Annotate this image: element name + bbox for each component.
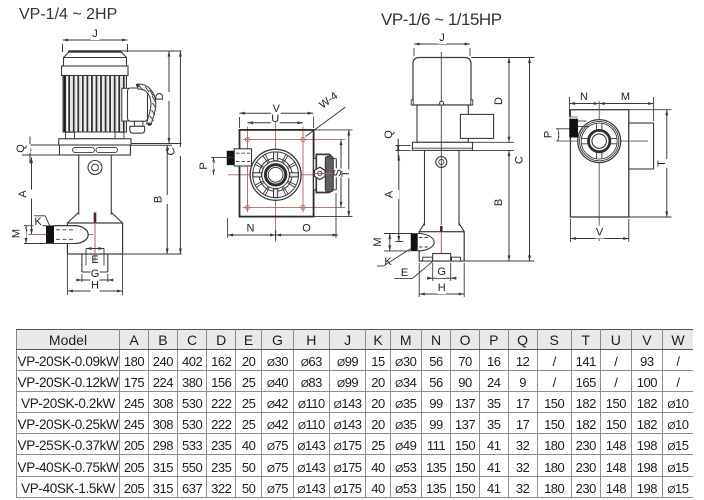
svg-text:N: N xyxy=(580,91,588,103)
svg-text:W-4: W-4 xyxy=(317,90,340,112)
svg-text:E: E xyxy=(91,254,98,266)
svg-text:Q: Q xyxy=(383,130,395,139)
svg-text:K: K xyxy=(384,256,392,268)
svg-text:H: H xyxy=(438,282,446,294)
svg-text:C: C xyxy=(514,156,526,164)
svg-text:T: T xyxy=(656,160,668,167)
svg-text:M: M xyxy=(372,237,384,246)
svg-text:G: G xyxy=(91,268,100,280)
svg-text:U: U xyxy=(271,113,279,125)
svg-text:J: J xyxy=(92,28,98,40)
svg-text:D: D xyxy=(493,97,505,105)
svg-text:M: M xyxy=(11,229,23,238)
svg-text:V: V xyxy=(273,103,281,115)
svg-text:B: B xyxy=(493,199,505,206)
svg-text:M: M xyxy=(621,91,630,103)
svg-text:Q: Q xyxy=(15,144,27,153)
svg-text:P: P xyxy=(543,131,555,138)
svg-text:T: T xyxy=(340,170,352,177)
svg-text:A: A xyxy=(384,190,396,198)
svg-text:O: O xyxy=(302,223,311,235)
svg-text:D: D xyxy=(154,92,166,100)
svg-text:G: G xyxy=(437,266,446,278)
svg-text:C: C xyxy=(166,147,178,155)
svg-text:E: E xyxy=(401,267,408,279)
svg-text:N: N xyxy=(247,223,255,235)
svg-text:P: P xyxy=(198,162,210,169)
svg-text:K: K xyxy=(34,216,42,228)
svg-text:A: A xyxy=(17,190,29,198)
svg-text:J: J xyxy=(439,32,445,44)
svg-text:S: S xyxy=(332,169,344,176)
svg-text:B: B xyxy=(152,196,164,203)
svg-text:H: H xyxy=(91,280,99,292)
svg-text:V: V xyxy=(596,227,604,239)
